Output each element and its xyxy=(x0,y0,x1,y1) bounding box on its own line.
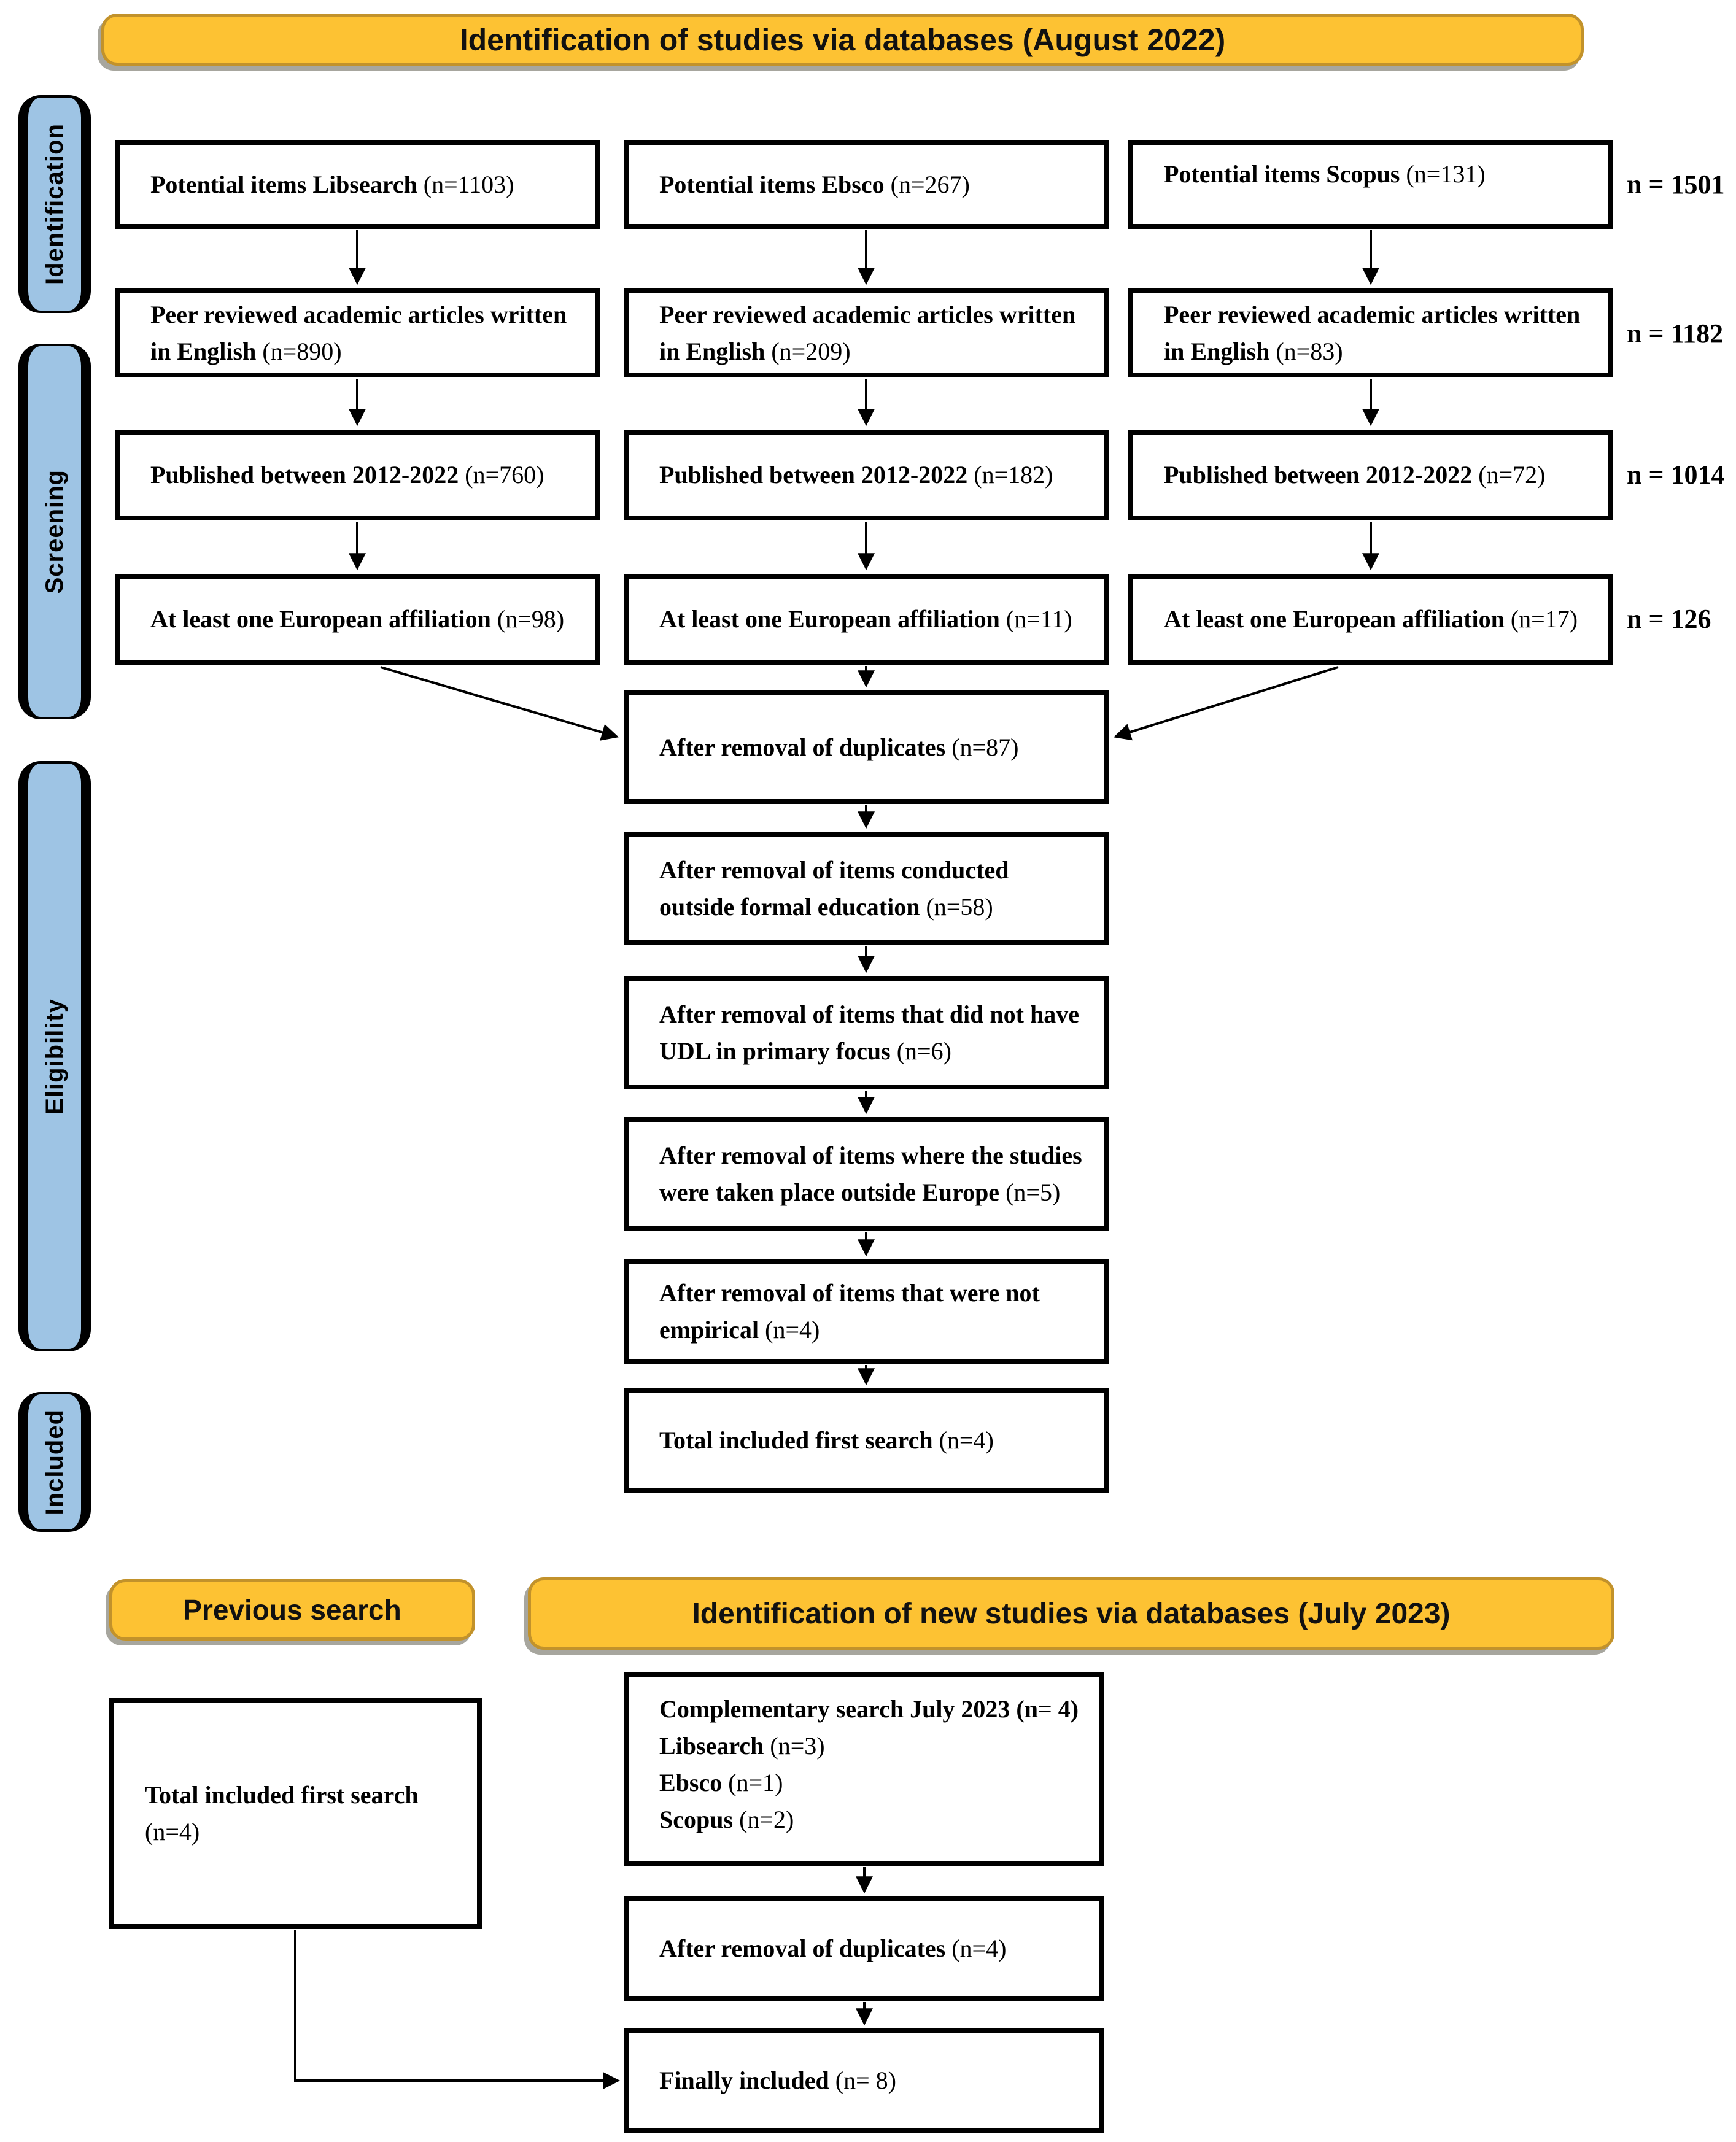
sidebar-phase-eligibility-label: Eligibility xyxy=(41,998,68,1115)
box-peer-reviewed-ebsco-count: (n=209) xyxy=(771,337,851,365)
sidebar-phase-screening: Screening xyxy=(18,344,91,719)
box-peer-reviewed-scopus-text: Peer reviewed academic articles written … xyxy=(1164,300,1581,365)
box-outside-formal-education-text: After removal of items conducted outside… xyxy=(659,856,1009,921)
box-published-libsearch: Published between 2012-2022 (n=760) xyxy=(115,430,600,520)
box-affiliation-libsearch: At least one European affiliation (n=98) xyxy=(115,574,600,665)
box-outside-europe-text: After removal of items where the studies… xyxy=(659,1141,1082,1206)
box-after-duplicates-2023: After removal of duplicates (n=4) xyxy=(624,1896,1104,2001)
complementary-libsearch-label: Libsearch xyxy=(659,1732,764,1760)
box-finally-included-text: Finally included xyxy=(659,2067,829,2094)
box-previous-total-text: Total included first search xyxy=(145,1781,419,1809)
box-potential-ebsco: Potential items Ebsco (n=267) xyxy=(624,140,1109,229)
box-published-scopus: Published between 2012-2022 (n=72) xyxy=(1128,430,1613,520)
complementary-ebsco-label: Ebsco xyxy=(659,1769,723,1796)
complementary-libsearch-count: (n=3) xyxy=(770,1732,825,1760)
sidebar-phase-identification-label: Identification xyxy=(41,123,68,285)
row-total-published: n = 1014 xyxy=(1627,460,1725,490)
box-not-empirical: After removal of items that were not emp… xyxy=(624,1259,1109,1364)
sidebar-phase-screening-label: Screening xyxy=(41,469,68,594)
box-peer-reviewed-ebsco: Peer reviewed academic articles written … xyxy=(624,288,1109,377)
box-not-empirical-text: After removal of items that were not emp… xyxy=(659,1279,1040,1344)
box-affiliation-ebsco-count: (n=11) xyxy=(1006,605,1072,633)
row-total-identification: n = 1501 xyxy=(1627,169,1725,199)
banner-previous-search-label: Previous search xyxy=(183,1594,401,1626)
box-udl-primary-focus: After removal of items that did not have… xyxy=(624,976,1109,1089)
box-affiliation-scopus: At least one European affiliation (n=17) xyxy=(1128,574,1613,665)
box-after-duplicates-text: After removal of duplicates xyxy=(659,733,946,761)
box-published-scopus-text: Published between 2012-2022 xyxy=(1164,461,1473,489)
box-affiliation-libsearch-count: (n=98) xyxy=(497,605,565,633)
box-peer-reviewed-libsearch-text: Peer reviewed academic articles written … xyxy=(150,300,567,365)
row-total-affiliation: n = 126 xyxy=(1627,604,1711,634)
box-affiliation-libsearch-text: At least one European affiliation xyxy=(150,605,491,633)
box-finally-included-count: (n= 8) xyxy=(835,2067,896,2094)
box-total-first-search-count: (n=4) xyxy=(939,1426,994,1454)
box-outside-formal-education: After removal of items conducted outside… xyxy=(624,832,1109,945)
box-peer-reviewed-libsearch: Peer reviewed academic articles written … xyxy=(115,288,600,377)
complementary-ebsco-count: (n=1) xyxy=(728,1769,783,1796)
box-not-empirical-count: (n=4) xyxy=(765,1316,820,1344)
box-published-ebsco-count: (n=182) xyxy=(974,461,1053,489)
box-potential-ebsco-count: (n=267) xyxy=(890,170,970,198)
box-affiliation-scopus-count: (n=17) xyxy=(1510,605,1578,633)
box-potential-scopus: Potential items Scopus (n=131) xyxy=(1128,140,1613,229)
box-outside-europe: After removal of items where the studies… xyxy=(624,1117,1109,1231)
box-udl-primary-focus-text: After removal of items that did not have… xyxy=(659,1000,1079,1065)
sidebar-phase-eligibility: Eligibility xyxy=(18,761,91,1351)
box-peer-reviewed-scopus: Peer reviewed academic articles written … xyxy=(1128,288,1613,377)
box-previous-total-count: (n=4) xyxy=(145,1818,200,1846)
box-published-scopus-count: (n=72) xyxy=(1478,461,1546,489)
box-peer-reviewed-libsearch-count: (n=890) xyxy=(262,337,342,365)
box-published-libsearch-text: Published between 2012-2022 xyxy=(150,461,459,489)
box-outside-formal-education-count: (n=58) xyxy=(926,892,993,921)
box-finally-included: Finally included (n= 8) xyxy=(624,2028,1104,2133)
box-potential-libsearch: Potential items Libsearch (n=1103) xyxy=(115,140,600,229)
box-after-duplicates-2023-count: (n=4) xyxy=(951,1935,1007,1962)
sidebar-phase-included-label: Included xyxy=(41,1409,68,1515)
box-complementary-search: Complementary search July 2023 (n= 4) Li… xyxy=(624,1672,1104,1866)
box-published-ebsco-text: Published between 2012-2022 xyxy=(659,461,968,489)
box-after-duplicates: After removal of duplicates (n=87) xyxy=(624,690,1109,804)
box-potential-scopus-count: (n=131) xyxy=(1406,160,1486,188)
box-published-ebsco: Published between 2012-2022 (n=182) xyxy=(624,430,1109,520)
complementary-scopus-count: (n=2) xyxy=(739,1806,794,1833)
box-affiliation-scopus-text: At least one European affiliation xyxy=(1164,605,1505,633)
box-outside-europe-count: (n=5) xyxy=(1006,1178,1061,1206)
box-potential-libsearch-text: Potential items Libsearch xyxy=(150,170,417,198)
box-total-first-search: Total included first search (n=4) xyxy=(624,1388,1109,1493)
sidebar-phase-identification: Identification xyxy=(18,95,91,313)
box-potential-ebsco-text: Potential items Ebsco xyxy=(659,170,885,198)
banner-identification-2022: Identification of studies via databases … xyxy=(101,14,1584,66)
box-after-duplicates-2023-text: After removal of duplicates xyxy=(659,1935,946,1962)
sidebar-phase-included: Included xyxy=(18,1392,91,1532)
box-udl-primary-focus-count: (n=6) xyxy=(896,1037,951,1065)
row-total-peer-reviewed: n = 1182 xyxy=(1627,319,1724,349)
banner-previous-search: Previous search xyxy=(109,1579,475,1641)
box-potential-libsearch-count: (n=1103) xyxy=(423,170,514,198)
box-affiliation-ebsco: At least one European affiliation (n=11) xyxy=(624,574,1109,665)
box-previous-total-first-search: Total included first search (n=4) xyxy=(109,1698,482,1929)
box-complementary-search-title: Complementary search July 2023 (n= 4) xyxy=(659,1695,1079,1723)
box-after-duplicates-count: (n=87) xyxy=(951,733,1019,761)
box-total-first-search-text: Total included first search xyxy=(659,1426,933,1454)
box-published-libsearch-count: (n=760) xyxy=(465,461,544,489)
box-peer-reviewed-ebsco-text: Peer reviewed academic articles written … xyxy=(659,300,1076,365)
box-peer-reviewed-scopus-count: (n=83) xyxy=(1276,337,1343,365)
banner-new-studies-2023: Identification of new studies via databa… xyxy=(528,1577,1614,1650)
banner-new-studies-2023-label: Identification of new studies via databa… xyxy=(692,1597,1451,1630)
banner-identification-2022-label: Identification of studies via databases … xyxy=(459,22,1226,57)
box-affiliation-ebsco-text: At least one European affiliation xyxy=(659,605,1000,633)
box-potential-scopus-text: Potential items Scopus xyxy=(1164,160,1400,188)
complementary-scopus-label: Scopus xyxy=(659,1806,734,1833)
